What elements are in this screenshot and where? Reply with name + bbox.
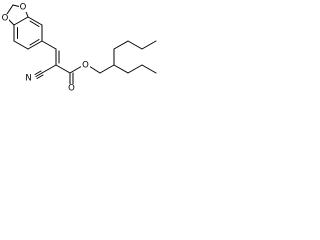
oxygen-top-label: O: [20, 3, 27, 13]
ester-bonds: [69, 65, 101, 85]
carbonyl-oxygen-label: O: [68, 84, 75, 94]
vinyl-bonds: [41, 40, 71, 74]
nitrile-bond: [34, 70, 44, 79]
ester-oxygen-label: O: [82, 61, 89, 71]
nitrile-nitrogen-label: N: [25, 74, 31, 84]
atom-labels: O O N O O: [1, 3, 90, 94]
oxygen-bottom-label: O: [2, 14, 9, 24]
alkyl-chain: [99, 40, 157, 74]
benzene-ring: [13, 16, 43, 50]
molecule-structure: O O N O O: [1, 3, 157, 94]
